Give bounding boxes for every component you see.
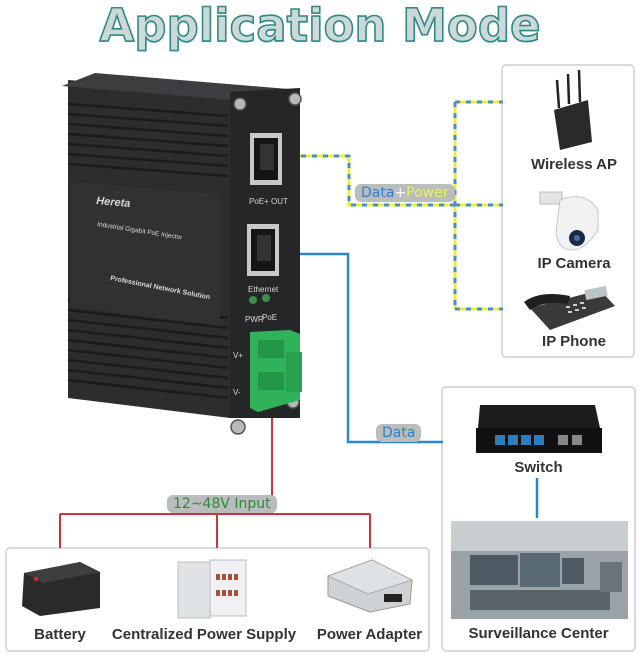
screw-icon: [288, 92, 302, 106]
power-adapter-label: Power Adapter: [316, 626, 423, 643]
badge-plus-text: +: [394, 185, 407, 201]
ip-camera-label: IP Camera: [537, 255, 611, 272]
data-power-badge: Data+Power: [355, 184, 455, 202]
badge-power-text: Power: [406, 185, 449, 201]
ip-phone-label: IP Phone: [542, 333, 606, 350]
terminal-block-icon: [250, 330, 302, 412]
led-pwr-label: PWR: [245, 315, 264, 324]
power-connection-line: [59, 418, 371, 548]
poe-injector-device: [62, 73, 302, 435]
wireless-ap-label: Wireless AP: [530, 156, 617, 173]
badge-data-text: Data: [361, 185, 395, 201]
surveillance-center-label: Surveillance Center: [468, 625, 609, 642]
battery-label: Battery: [34, 626, 86, 643]
data-connection-line: [268, 252, 443, 444]
port-in-label: Ethernet: [248, 285, 279, 294]
power-adapter-icon: [326, 559, 414, 613]
poe-connection-lines: [268, 100, 503, 311]
page-title: Application Mode: [99, 0, 542, 52]
switch-icon: [476, 405, 602, 453]
terminal-minus-label: V-: [233, 388, 241, 397]
power-input-badge: 12~48V Input: [167, 495, 277, 513]
screw-icon: [230, 419, 246, 435]
led-poe-icon: [262, 294, 270, 302]
brand-text: Hereta: [96, 195, 131, 210]
terminal-plus-label: V+: [233, 351, 243, 360]
wireless-ap-icon: [554, 69, 592, 150]
power-cabinet-icon: [177, 559, 247, 619]
ip-camera-icon: [539, 191, 599, 251]
led-pwr-icon: [249, 296, 257, 304]
data-badge: Data: [376, 424, 422, 442]
surveillance-center-image: [451, 521, 628, 619]
ip-phone-icon: [524, 285, 615, 330]
rj45-port-icon: [247, 224, 279, 276]
centralized-power-label: Centralized Power Supply: [111, 626, 297, 643]
port-out-label: PoE+ OUT: [249, 197, 288, 206]
led-poe-label: PoE: [262, 313, 277, 322]
switch-label: Switch: [514, 459, 563, 476]
battery-icon: [22, 562, 100, 616]
screw-icon: [233, 97, 247, 111]
rj45-port-icon: [250, 133, 282, 185]
